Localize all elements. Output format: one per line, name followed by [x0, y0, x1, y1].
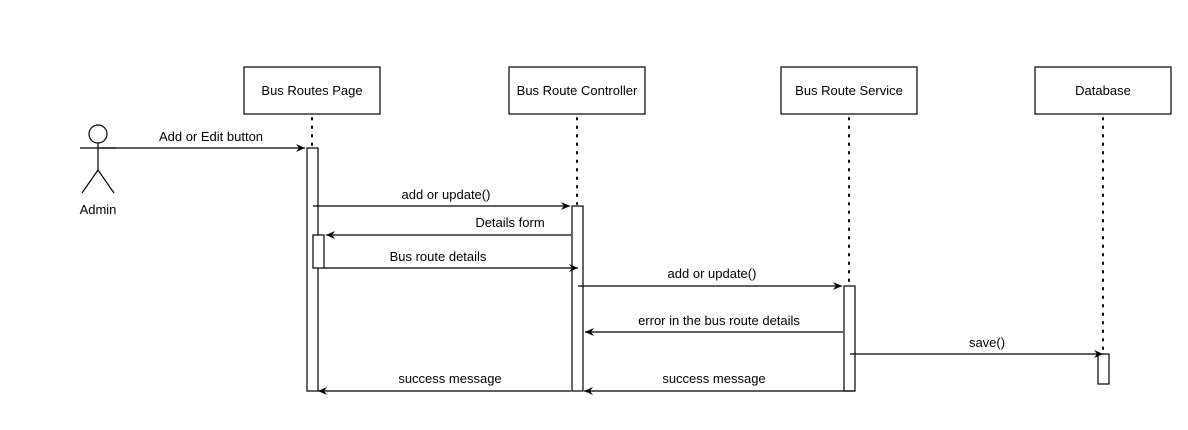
activation-page	[306, 147, 319, 392]
participant-label: Bus Route Service	[795, 83, 903, 98]
message-success-to-page: success message	[318, 371, 571, 395]
message-details-form: Details form	[326, 215, 571, 239]
message-label: error in the bus route details	[638, 313, 800, 328]
activation-page-nested	[312, 234, 325, 269]
message-label: Add or Edit button	[159, 129, 263, 144]
message-label: Details form	[475, 215, 544, 230]
message-save: save()	[850, 335, 1103, 358]
activation-service	[843, 285, 856, 392]
participant-bus-route-service: Bus Route Service	[780, 66, 918, 115]
participant-label: Database	[1075, 83, 1131, 98]
message-add-or-update-to-service: add or update()	[578, 266, 842, 290]
activation-database	[1097, 353, 1110, 385]
message-add-or-update-to-controller: add or update()	[313, 187, 570, 210]
activation-controller	[571, 205, 584, 392]
message-add-or-edit-button: Add or Edit button	[100, 129, 305, 152]
actor-head-icon	[88, 124, 108, 144]
message-label: success message	[662, 371, 765, 386]
participant-bus-route-controller: Bus Route Controller	[508, 66, 646, 115]
actor-admin: Admin	[80, 124, 117, 217]
message-error-in-bus-route-details: error in the bus route details	[585, 313, 843, 336]
message-label: Bus route details	[390, 249, 487, 264]
message-success-to-controller: success message	[584, 371, 854, 395]
message-label: save()	[969, 335, 1005, 350]
participant-bus-routes-page: Bus Routes Page	[243, 66, 381, 115]
message-label: add or update()	[668, 266, 757, 281]
participant-database: Database	[1034, 66, 1172, 115]
participant-label: Bus Route Controller	[517, 83, 638, 98]
message-label: add or update()	[402, 187, 491, 202]
message-bus-route-details: Bus route details	[324, 249, 578, 272]
message-label: success message	[398, 371, 501, 386]
participant-label: Bus Routes Page	[261, 83, 362, 98]
actor-label: Admin	[80, 202, 117, 217]
